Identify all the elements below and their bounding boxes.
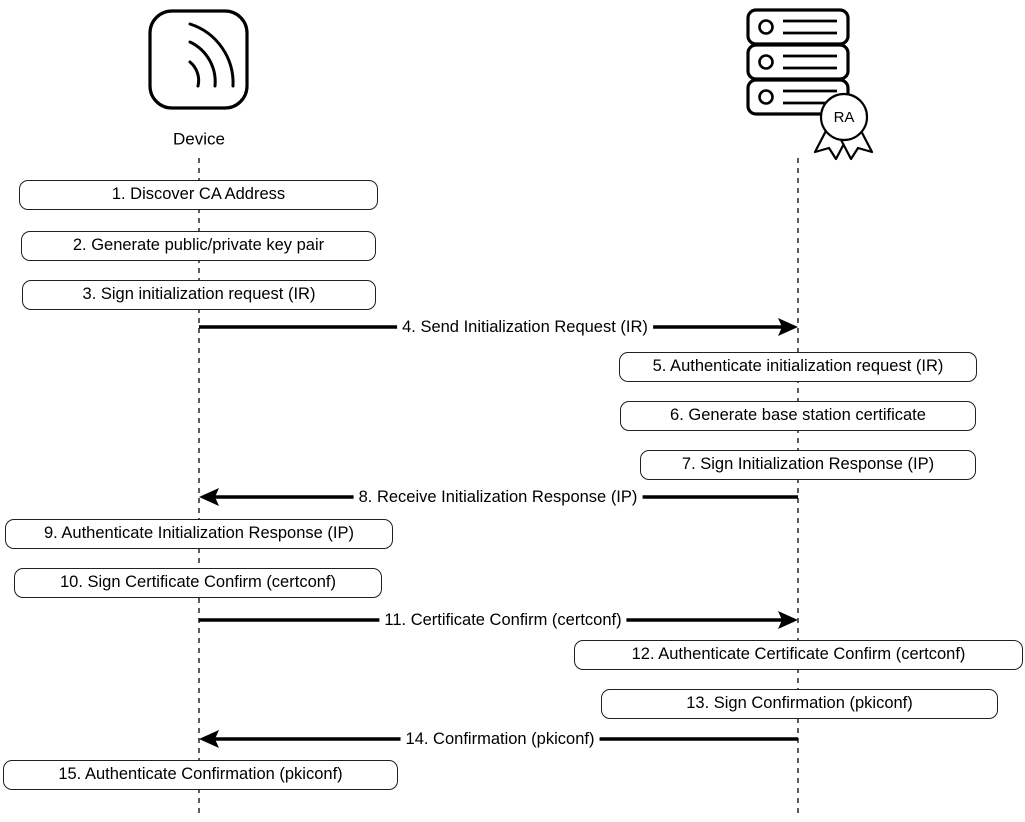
certificate-badge-label: RA [834, 109, 855, 126]
step-box-6[interactable]: 6. Generate base station certificate [620, 401, 976, 431]
server-led-1 [758, 19, 774, 35]
message-label-11: 11. Certificate Confirm (certconf) [379, 610, 627, 630]
step-box-1[interactable]: 1. Discover CA Address [19, 180, 378, 210]
step-box-9[interactable]: 9. Authenticate Initialization Response … [5, 519, 393, 549]
actor-device-icon [148, 9, 249, 110]
message-label-14: 14. Confirmation (pkiconf) [400, 729, 600, 749]
message-label-8: 8. Receive Initialization Response (IP) [353, 487, 643, 507]
step-box-15[interactable]: 15. Authenticate Confirmation (pkiconf) [3, 760, 398, 790]
device-signal-arc-inner [188, 60, 201, 88]
message-label-4: 4. Send Initialization Request (IR) [397, 317, 653, 337]
step-box-5[interactable]: 5. Authenticate initialization request (… [619, 352, 977, 382]
actor-device-label: Device [173, 129, 225, 148]
device-signal-arc-middle [188, 40, 217, 88]
server-led-3 [758, 89, 774, 105]
step-box-7[interactable]: 7. Sign Initialization Response (IP) [640, 450, 976, 480]
actor-ra-icon: RA [746, 8, 874, 161]
server-led-2 [758, 54, 774, 70]
device-wireless-icon [148, 9, 249, 110]
step-box-12[interactable]: 12. Authenticate Certificate Confirm (ce… [574, 640, 1023, 670]
device-signal-arc-outer [188, 22, 235, 88]
step-box-13[interactable]: 13. Sign Confirmation (pkiconf) [601, 689, 998, 719]
step-box-10[interactable]: 10. Sign Certificate Confirm (certconf) [14, 568, 382, 598]
step-box-2[interactable]: 2. Generate public/private key pair [21, 231, 376, 261]
step-box-3[interactable]: 3. Sign initialization request (IR) [22, 280, 376, 310]
certificate-badge-circle [819, 92, 869, 142]
